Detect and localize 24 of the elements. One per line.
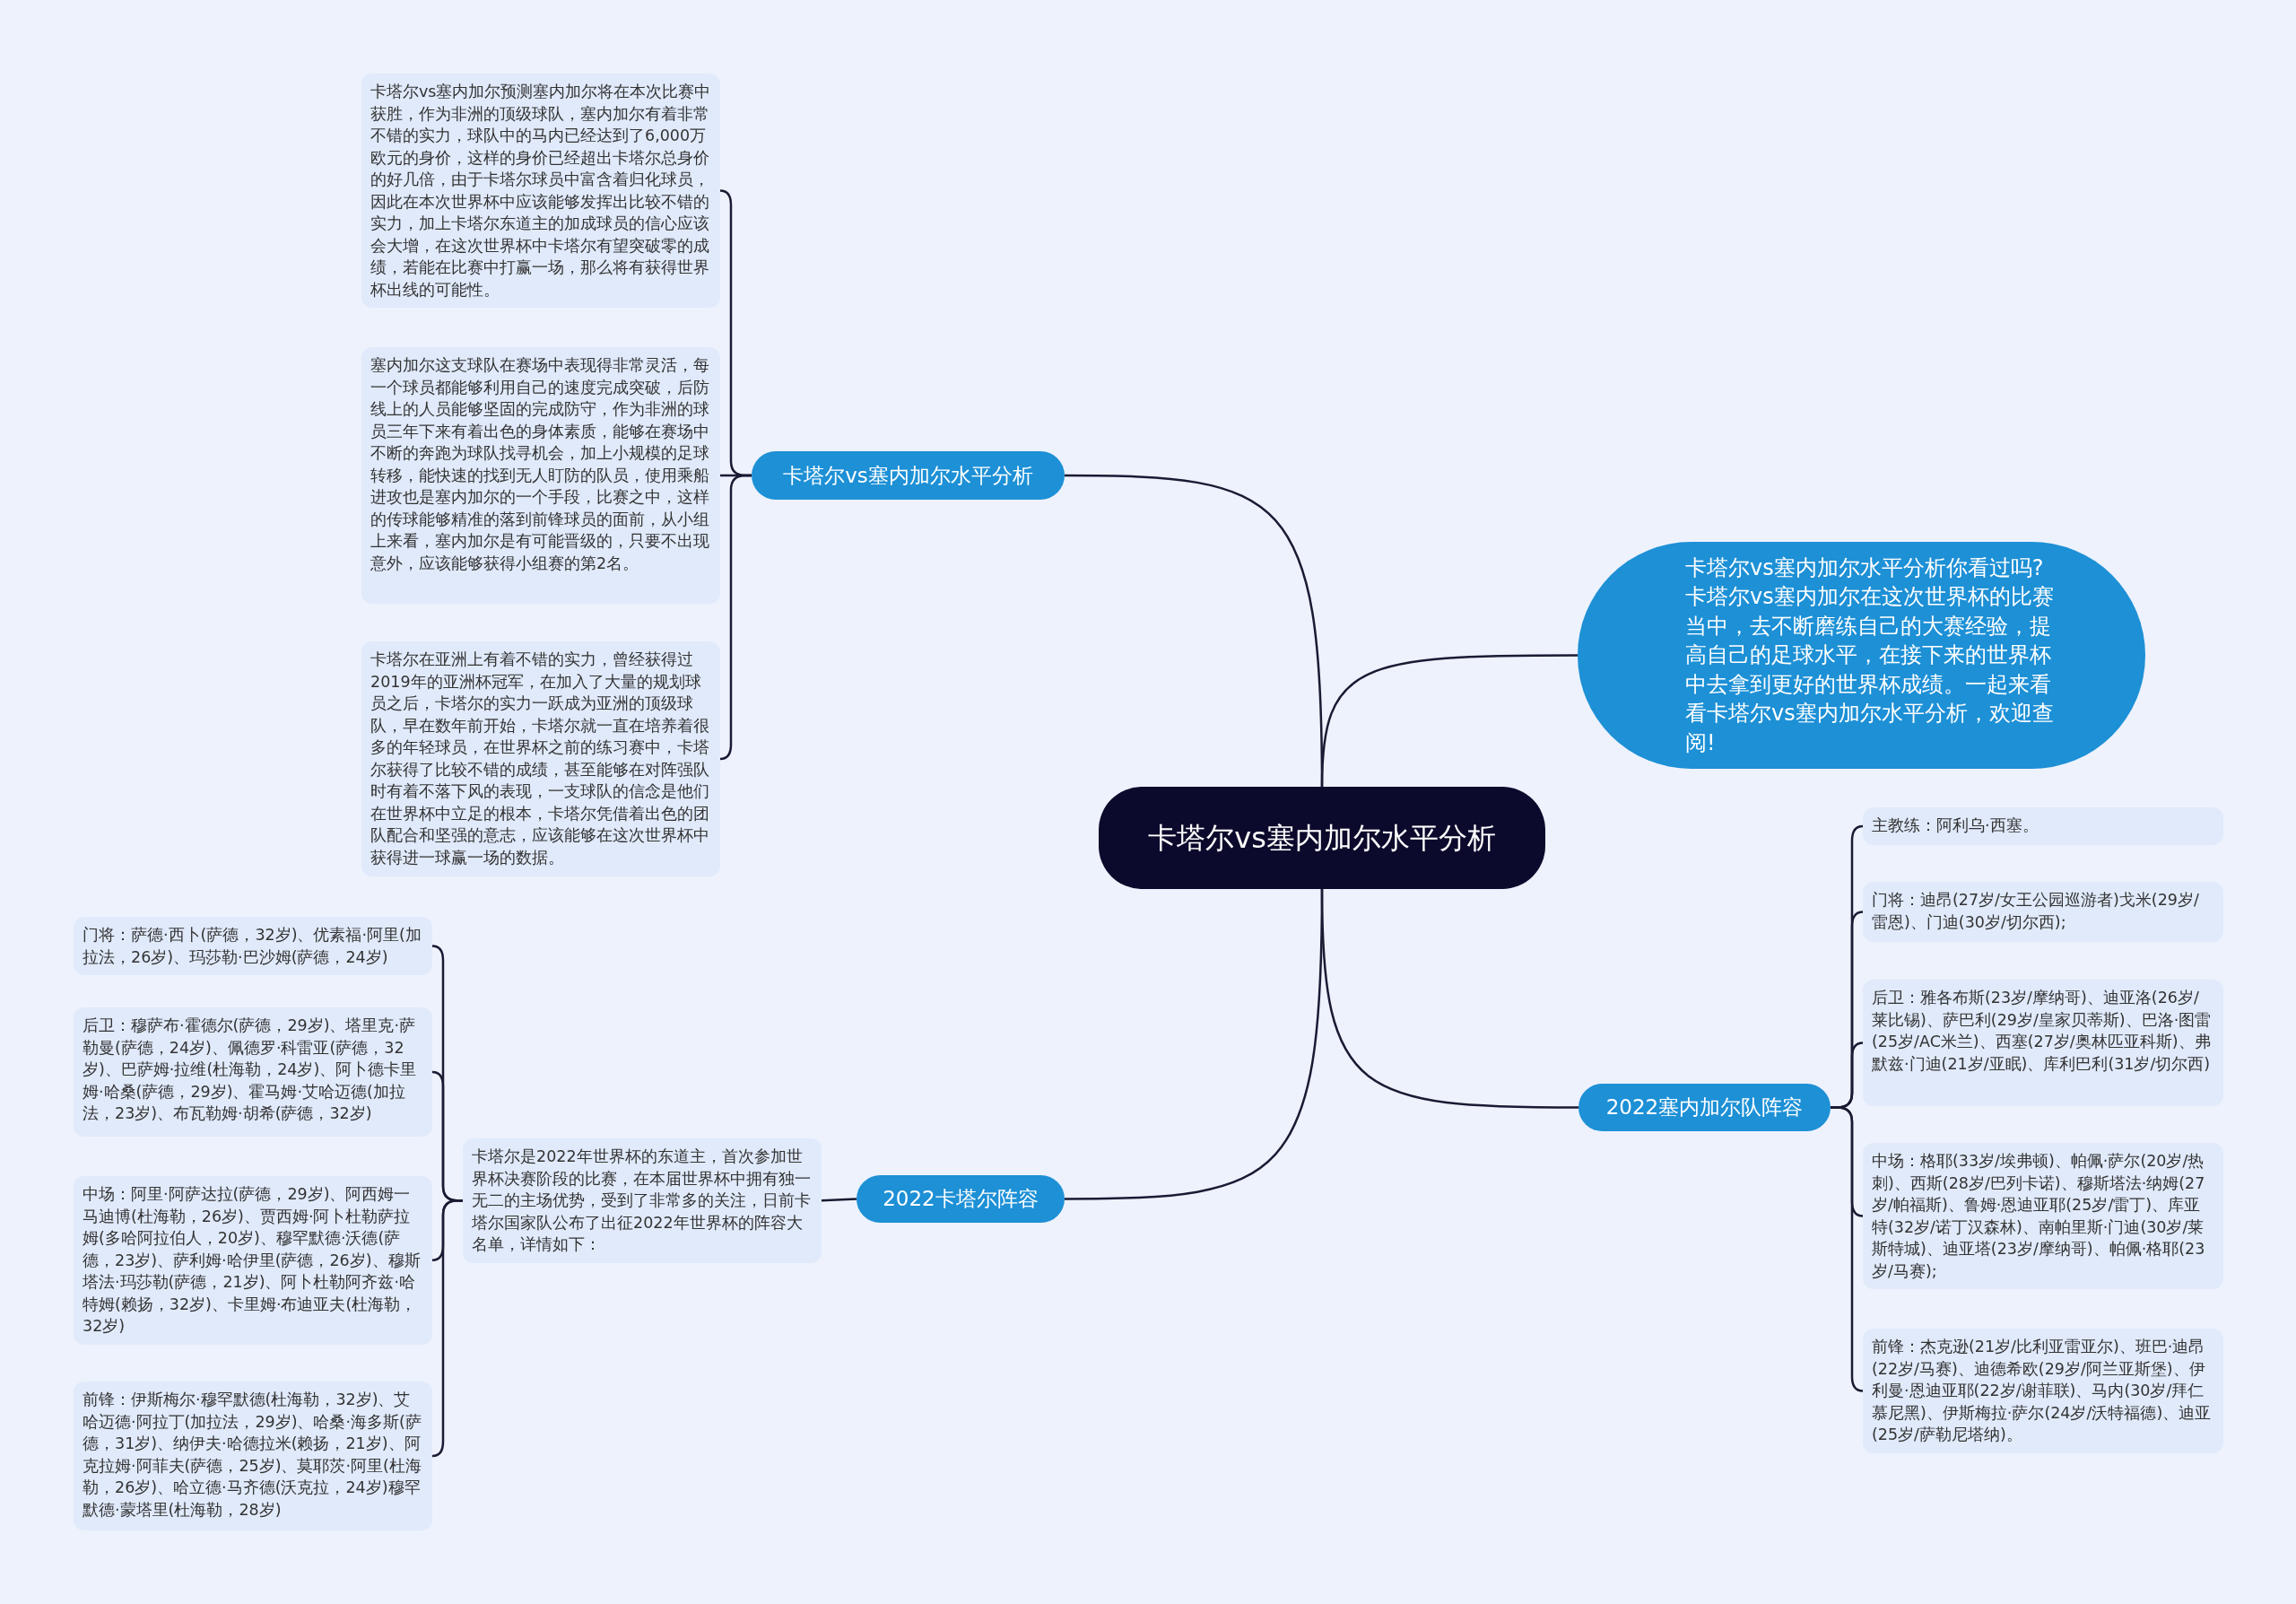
intro-bubble: 卡塔尔vs塞内加尔水平分析你看过吗?卡塔尔vs塞内加尔在这次世界杯的比赛当中，去不断磨练自己的大赛经验，提高自己的足球水平，在接下来的世界杯中去拿到更好的世界杯成绩。一起来看看卡塔尔vs塞内加尔水平分析，欢迎查阅! [1578, 542, 2145, 769]
text-card: 卡塔尔在亚洲上有着不错的实力，曾经获得过2019年的亚洲杯冠军，在加入了大量的规划球员之后，卡塔尔的实力一跃成为亚洲的顶级球队，早在数年前开始，卡塔尔就一直在培养着很多的年轻球员，在世界杯之前的练习赛中，卡塔尔获得了比较不错的成绩，甚至能够在对阵强队时有着不落下风的表现，一支球队的信念是他们在世界杯中立足的根本，卡塔尔凭借着出色的团队配合和坚强的意志，应该能够在这次世界杯中获得进一球赢一场的数据。 [361, 641, 720, 876]
connector-line [1320, 888, 1578, 1109]
text-card: 前锋：伊斯梅尔·穆罕默德(杜海勒，32岁)、艾哈迈德·阿拉丁(加拉法，29岁)、哈桑·海多斯(萨德，31岁)、纳伊夫·哈德拉米(赖扬，21岁)、阿克拉姆·阿菲夫(萨德，25岁)、莫耶茨·阿里(杜海勒，26岁)、哈立德·马齐德(沃克拉，24岁)穆罕默德·蒙塔里(杜海勒，28岁) [74, 1382, 432, 1530]
branch-topic: 2022卡塔尔阵容 [857, 1175, 1065, 1223]
connector-line [821, 1198, 857, 1202]
text-card: 卡塔尔vs塞内加尔预测塞内加尔将在本次比赛中获胜，作为非洲的顶级球队，塞内加尔有着非常不错的实力，球队中的马内已经达到了6,000万欧元的身价，这样的身价已经超出卡塔尔总身价的好几倍，由于卡塔尔球员中富含着归化球员，因此在本次世界杯中应该能够发挥出比较不错的实力，加上卡塔尔东道主的加成球员的信心应该会大增，在这次世界杯中卡塔尔有望突破零的成绩，若能在比赛中打赢一场，那么将有获得世界杯出线的可能性。 [361, 74, 720, 308]
connector-line [431, 1199, 463, 1458]
text-card: 后卫：穆萨布·霍德尔(萨德，29岁)、塔里克·萨勒曼(萨德，24岁)、佩德罗·科雷亚(萨德，32岁)、巴萨姆·拉维(杜海勒，24岁)、阿卜德卡里姆·哈桑(萨德，29岁)、霍马姆·艾哈迈德(加拉法，23岁)、布瓦勒姆·胡希(萨德，32岁) [74, 1007, 432, 1137]
branch-topic: 卡塔尔vs塞内加尔水平分析 [752, 451, 1065, 500]
text-card: 门将：萨德·西卜(萨德，32岁)、优素福·阿里(加拉法，26岁)、玛莎勒·巴沙姆(萨德，24岁) [74, 917, 432, 975]
text-card: 后卫：雅各布斯(23岁/摩纳哥)、迪亚洛(26岁/莱比锡)、萨巴利(29岁/皇家贝蒂斯)、巴洛·图雷(25岁/AC米兰)、西塞(27岁/奥林匹亚科斯)、弗默兹·门迪(21岁/亚眠)、库利巴利(31岁/切尔西) [1863, 980, 2223, 1106]
connector-line [719, 474, 752, 761]
text-card: 中场：阿里·阿萨达拉(萨德，29岁)、阿西姆一马迪博(杜海勒，26岁)、贾西姆·阿卜杜勒萨拉姆(多哈阿拉伯人，20岁)、穆罕默德·沃德(萨德，23岁)、萨利姆·哈伊里(萨德，26岁)、穆斯塔法·玛莎勒(萨德，21岁)、阿卜杜勒阿齐兹·哈特姆(赖扬，32岁)、卡里姆·布迪亚夫(杜海勒，32岁) [74, 1176, 432, 1345]
connector-line [1320, 654, 1578, 788]
central-topic: 卡塔尔vs塞内加尔水平分析 [1099, 787, 1545, 889]
text-card: 主教练：阿利乌·西塞。 [1863, 807, 2223, 845]
text-card: 前锋：杰克逊(21岁/比利亚雷亚尔)、班巴·迪昂(22岁/马赛)、迪德希欧(29岁/阿兰亚斯堡)、伊利曼·恩迪亚耶(22岁/谢菲联)、马内(30岁/拜仁慕尼黑)、伊斯梅拉·萨尔(24岁/沃特福德)、迪亚(25岁/萨勒尼塔纳)。 [1863, 1329, 2223, 1453]
text-card: 卡塔尔是2022年世界杯的东道主，首次参加世界杯决赛阶段的比赛，在本届世界杯中拥有独一无二的主场优势，受到了非常多的关注，日前卡塔尔国家队公布了出征2022年世界杯的阵容大名单，详情如下： [463, 1138, 822, 1263]
branch-topic: 2022塞内加尔队阵容 [1578, 1084, 1831, 1131]
text-card: 中场：格耶(33岁/埃弗顿)、帕佩·萨尔(20岁/热刺)、西斯(28岁/巴列卡诺)、穆斯塔法·纳姆(27岁/帕福斯)、鲁姆·恩迪亚耶(25岁/雷丁)、库亚特(32岁/诺丁汉森林)、南帕里斯·门迪(30岁/莱斯特城)、迪亚塔(23岁/摩纳哥)、帕佩·格耶(23岁/马赛); [1863, 1143, 2223, 1289]
text-card: 塞内加尔这支球队在赛场中表现得非常灵活，每一个球员都能够利用自己的速度完成突破，后防线上的人员能够坚固的完成防守，作为非洲的球员三年下来有着出色的身体素质，能够在赛场中不断的奔跑为球队找寻机会，加上小规模的足球转移，能快速的找到无人盯防的队员，使用乘船进攻也是塞内加尔的一个手段，比赛之中，这样的传球能够精准的落到前锋球员的面前，从小组上来看，塞内加尔是有可能晋级的，只要不出现意外，应该能够获得小组赛的第2名。 [361, 347, 720, 604]
connector-line [1831, 1106, 1864, 1392]
text-card: 门将：迪昂(27岁/女王公园巡游者)戈米(29岁/雷恩)、门迪(30岁/切尔西); [1863, 882, 2223, 942]
